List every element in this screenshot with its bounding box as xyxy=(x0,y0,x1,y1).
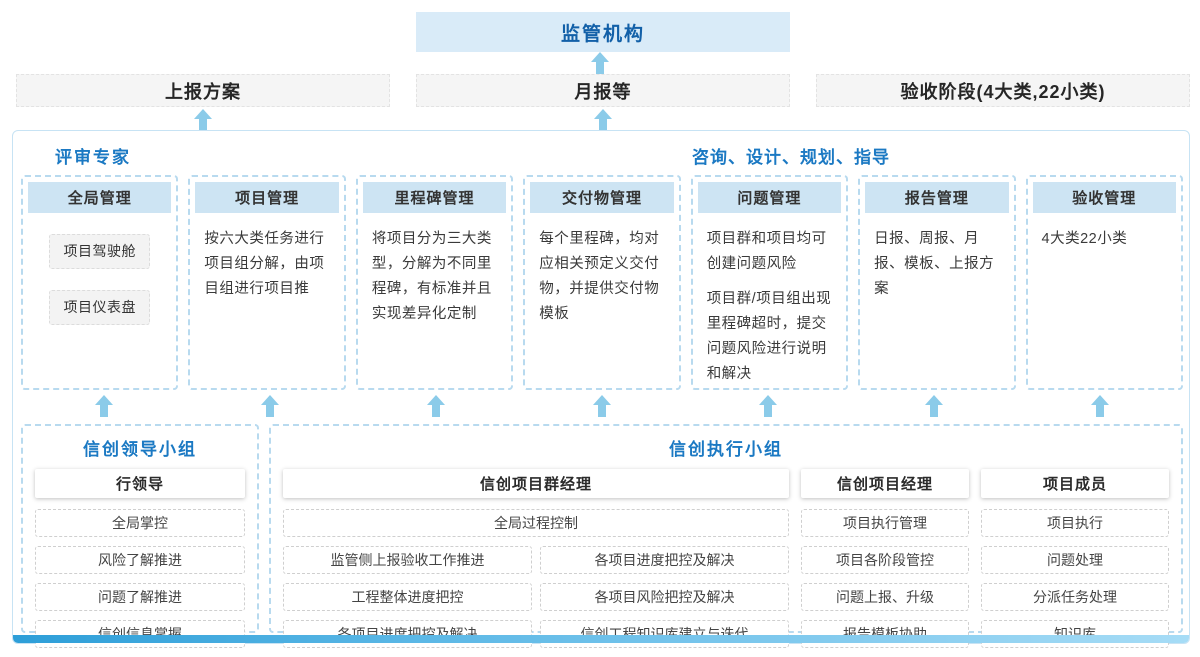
up-arrow-icon xyxy=(1091,395,1109,417)
duty-item: 问题上报、升级 xyxy=(801,583,969,611)
report-box-plan: 上报方案 xyxy=(16,74,390,107)
duty-item: 项目各阶段管控 xyxy=(801,546,969,574)
consulting-label: 咨询、设计、规划、指导 xyxy=(692,148,890,167)
module-deliverable-management: 交付物管理 每个里程碑，均对应相关预定义交付物，并提供交付物模板 xyxy=(523,175,681,390)
leadership-group-title: 信创领导小组 xyxy=(83,440,197,459)
arrow-cell xyxy=(187,395,353,417)
module-project-management: 项目管理 按六大类任务进行项目组分解，由项目组进行项目推 xyxy=(188,175,346,390)
duty-item: 风险了解推进 xyxy=(35,546,245,574)
duty-item: 全局过程控制 xyxy=(283,509,789,537)
role-project-manager: 信创项目经理 xyxy=(801,469,969,498)
module-description: 将项目分为三大类型，分解为不同里程碑，有标准并且实现差异化定制 xyxy=(371,231,492,322)
role-bank-leader: 行领导 xyxy=(35,469,245,498)
duty-item: 知识库 xyxy=(981,620,1169,648)
module-description: 4大类22小类 xyxy=(1041,231,1128,247)
duty-item: 信创工程知识库建立与迭代 xyxy=(540,620,789,648)
role-program-manager: 信创项目群经理 xyxy=(283,469,789,498)
arrow-cell xyxy=(21,395,187,417)
up-arrow-icon xyxy=(95,395,113,417)
regulator-label: 监管机构 xyxy=(560,23,645,45)
module-title: 里程碑管理 xyxy=(362,182,507,213)
module-description: 按六大类任务进行项目组分解，由项目组进行项目推 xyxy=(204,231,325,297)
report-box-label: 验收阶段(4大类,22小类) xyxy=(900,81,1106,102)
arrow-cell xyxy=(519,395,685,417)
module-global-management: 全局管理 项目驾驶舱 项目仪表盘 xyxy=(21,175,179,390)
duty-item: 各项目风险把控及解决 xyxy=(540,583,789,611)
module-body: 4大类22小类 xyxy=(1028,213,1181,266)
module-columns: 全局管理 项目驾驶舱 项目仪表盘 项目管理 按六大类任务进行项目组分解，由项目组… xyxy=(21,175,1183,390)
module-report-management: 报告管理 日报、周报、月报、模板、上报方案 xyxy=(858,175,1016,390)
chip-project-cockpit: 项目驾驶舱 xyxy=(49,234,150,269)
up-arrow-icon xyxy=(591,52,609,74)
module-title: 全局管理 xyxy=(28,182,172,213)
report-box-acceptance: 验收阶段(4大类,22小类) xyxy=(816,74,1190,107)
module-description: 项目群和项目均可创建问题风险 xyxy=(706,231,827,272)
duty-item: 问题处理 xyxy=(981,546,1169,574)
duty-item: 工程整体进度把控 xyxy=(283,583,532,611)
project-member-column: 项目成员 项目执行 问题处理 分派任务处理 知识库 xyxy=(981,469,1169,657)
report-box-monthly: 月报等 xyxy=(416,74,790,107)
module-body: 将项目分为三大类型，分解为不同里程碑，有标准并且实现差异化定制 xyxy=(358,213,511,341)
program-manager-duty-right: 各项目进度把控及解决 各项目风险把控及解决 信创工程知识库建立与迭代 xyxy=(540,546,789,657)
duty-item: 项目执行管理 xyxy=(801,509,969,537)
report-box-label: 上报方案 xyxy=(165,81,241,102)
execution-group-box: 信创执行小组 信创项目群经理 全局过程控制 监管侧上报验收工作推进 工程整体进度… xyxy=(269,424,1183,648)
duty-item: 各项目进度把控及解决 xyxy=(283,620,532,648)
module-description: 日报、周报、月报、模板、上报方案 xyxy=(874,231,995,297)
module-body: 日报、周报、月报、模板、上报方案 xyxy=(860,213,1013,316)
bottom-accent-bar xyxy=(13,635,1189,643)
module-title: 项目管理 xyxy=(195,182,339,213)
module-body: 每个里程碑，均对应相关预定义交付物，并提供交付物模板 xyxy=(525,213,678,341)
arrow-cell xyxy=(685,395,851,417)
arrow-cell xyxy=(851,395,1017,417)
duty-item: 信创信息掌握 xyxy=(35,620,245,648)
duty-item: 监管侧上报验收工作推进 xyxy=(283,546,532,574)
module-body: 项目群和项目均可创建问题风险 项目群/项目组出现里程碑超时，提交问题风险进行说明… xyxy=(693,213,846,388)
project-manager-column: 信创项目经理 项目执行管理 项目各阶段管控 问题上报、升级 报告模板协助 xyxy=(801,469,969,657)
duty-item: 报告模板协助 xyxy=(801,620,969,648)
chip-project-dashboard: 项目仪表盘 xyxy=(49,290,150,325)
up-arrow-icon xyxy=(925,395,943,417)
execution-columns: 信创项目群经理 全局过程控制 监管侧上报验收工作推进 工程整体进度把控 各项目进… xyxy=(283,469,1169,657)
module-acceptance-management: 验收管理 4大类22小类 xyxy=(1025,175,1183,390)
module-description: 每个里程碑，均对应相关预定义交付物，并提供交付物模板 xyxy=(539,231,660,322)
regulator-box: 监管机构 xyxy=(416,12,790,52)
report-box-label: 月报等 xyxy=(574,81,632,102)
module-arrows-row xyxy=(21,395,1183,417)
module-milestone-management: 里程碑管理 将项目分为三大类型，分解为不同里程碑，有标准并且实现差异化定制 xyxy=(355,175,514,390)
module-issue-management: 问题管理 项目群和项目均可创建问题风险 项目群/项目组出现里程碑超时，提交问题风… xyxy=(690,175,849,390)
module-title: 报告管理 xyxy=(865,182,1009,213)
review-expert-label: 评审专家 xyxy=(55,148,131,167)
role-project-member: 项目成员 xyxy=(981,469,1169,498)
up-arrow-icon xyxy=(427,395,445,417)
module-title: 验收管理 xyxy=(1032,182,1176,213)
execution-group-title: 信创执行小组 xyxy=(669,440,783,459)
duty-item: 全局掌控 xyxy=(35,509,245,537)
module-title: 交付物管理 xyxy=(530,182,674,213)
module-body: 按六大类任务进行项目组分解，由项目组进行项目推 xyxy=(190,213,343,316)
arrow-cell xyxy=(353,395,519,417)
up-arrow-icon xyxy=(593,395,611,417)
up-arrow-icon xyxy=(194,109,212,131)
arrow-cell xyxy=(1017,395,1183,417)
platform-container: 评审专家 咨询、设计、规划、指导 全局管理 项目驾驶舱 项目仪表盘 项目管理 按… xyxy=(12,130,1190,648)
up-arrow-icon xyxy=(594,109,612,131)
up-arrow-icon xyxy=(759,395,777,417)
up-arrow-icon xyxy=(261,395,279,417)
module-description: 项目群/项目组出现里程碑超时，提交问题风险进行说明和解决 xyxy=(706,291,832,382)
program-manager-column: 信创项目群经理 全局过程控制 监管侧上报验收工作推进 工程整体进度把控 各项目进… xyxy=(283,469,789,657)
module-title: 问题管理 xyxy=(697,182,842,213)
duty-item: 分派任务处理 xyxy=(981,583,1169,611)
teams-row: 信创领导小组 行领导 全局掌控 风险了解推进 问题了解推进 信创信息掌握 信创执… xyxy=(21,424,1183,648)
module-body: 项目驾驶舱 项目仪表盘 xyxy=(23,213,176,339)
leadership-group-box: 信创领导小组 行领导 全局掌控 风险了解推进 问题了解推进 信创信息掌握 xyxy=(21,424,259,648)
duty-item: 项目执行 xyxy=(981,509,1169,537)
duty-item: 问题了解推进 xyxy=(35,583,245,611)
duty-item: 各项目进度把控及解决 xyxy=(540,546,789,574)
